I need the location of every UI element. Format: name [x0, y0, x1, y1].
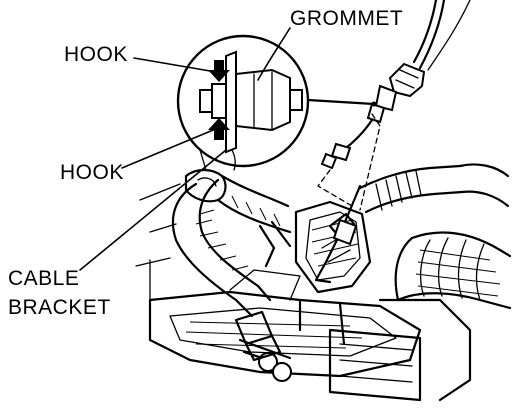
leader-lines: [79, 27, 291, 271]
hook-arrow-bottom: [208, 118, 230, 140]
accelerator-cable: [314, 0, 471, 284]
engine-assembly: [135, 149, 512, 402]
cable-bracket-label-line2: BRACKET: [8, 296, 111, 319]
hook-arrow-top: [208, 60, 230, 82]
detail-callout: [176, 34, 377, 171]
hook-label-bottom: HOOK: [60, 161, 124, 184]
grommet-label: GROMMET: [290, 7, 404, 30]
cable-bracket-label-line1: CABLE: [8, 267, 80, 290]
hook-label-top: HOOK: [64, 43, 128, 66]
